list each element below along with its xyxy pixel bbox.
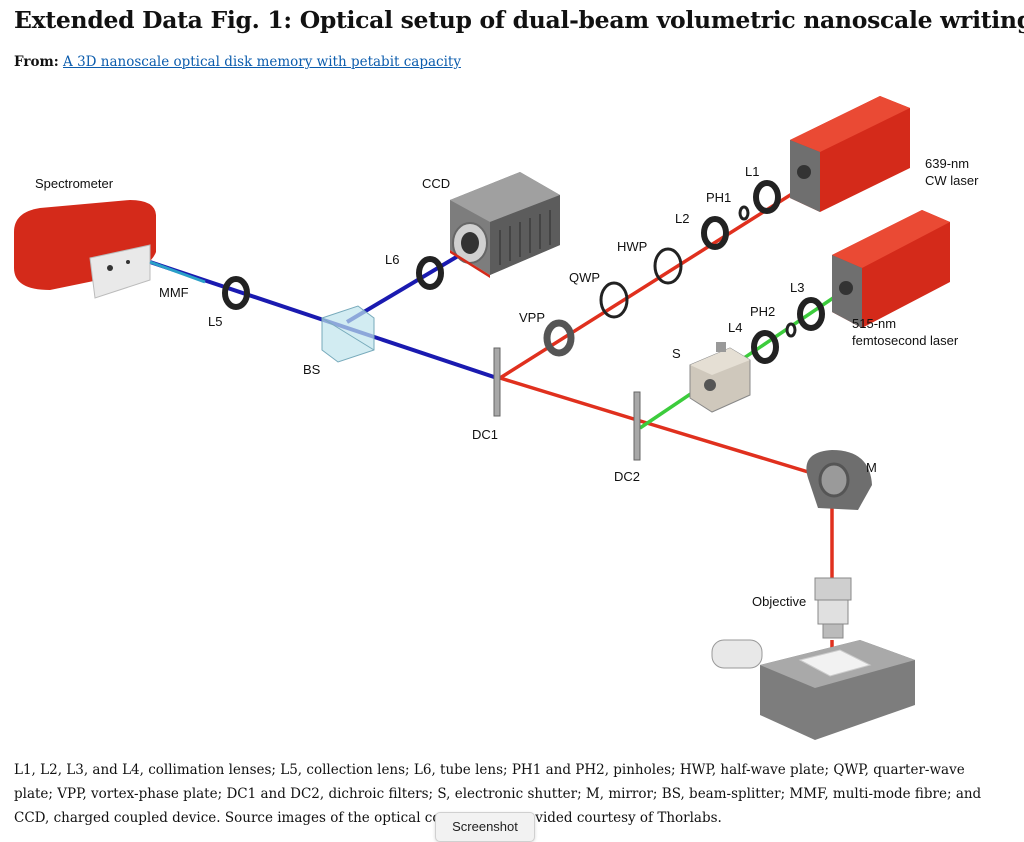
sample-stage [711,639,915,740]
from-label: From: [14,54,59,70]
label-l1: L1 [745,164,759,179]
figure-labels: Spectrometer MMF L5 BS CCD L6 DC1 VPP QW… [35,156,979,609]
ccd-camera [450,172,560,278]
blue-beam-paths [149,238,498,380]
beam-splitter [321,305,375,363]
label-laser2-line2: femtosecond laser [852,333,959,348]
label-dc1: DC1 [472,427,498,442]
label-laser2-line1: 515-nm [852,316,896,331]
laser-639nm [790,96,910,212]
objective-lens [814,577,852,639]
figure-caption: L1, L2, L3, and L4, collimation lenses; … [14,762,982,826]
label-objective: Objective [752,594,806,609]
label-ph2: PH2 [750,304,775,319]
label-laser1-line1: 639-nm [925,156,969,171]
pinholes [738,205,797,338]
dichroic-filter-dc2 [633,391,641,461]
label-l4: L4 [728,320,742,335]
from-line: From: A 3D nanoscale optical disk memory… [14,54,461,70]
label-qwp: QWP [569,270,600,285]
label-laser1-line2: CW laser [925,173,979,188]
electronic-shutter [689,342,751,413]
label-spectrometer: Spectrometer [35,176,114,191]
label-l3: L3 [790,280,804,295]
label-dc2: DC2 [614,469,640,484]
label-ccd: CCD [422,176,450,191]
label-vpp: VPP [519,310,545,325]
mirror-mount [806,450,872,510]
dichroic-filter-dc1 [493,347,501,417]
label-l6: L6 [385,252,399,267]
label-mmf: MMF [159,285,189,300]
label-s: S [672,346,681,361]
article-link[interactable]: A 3D nanoscale optical disk memory with … [63,54,461,70]
label-ph1: PH1 [706,190,731,205]
laser-515nm [832,210,950,328]
screenshot-tooltip: Screenshot [435,812,535,842]
optical-setup-figure: Spectrometer MMF L5 BS CCD L6 DC1 VPP QW… [0,80,1024,750]
optical-mounts [222,180,825,364]
label-l5: L5 [208,314,222,329]
label-bs: BS [303,362,321,377]
label-l2: L2 [675,211,689,226]
figure-title: Extended Data Fig. 1: Optical setup of d… [14,6,1024,34]
label-m: M [866,460,877,475]
spectrometer-device [14,200,206,299]
label-hwp: HWP [617,239,647,254]
